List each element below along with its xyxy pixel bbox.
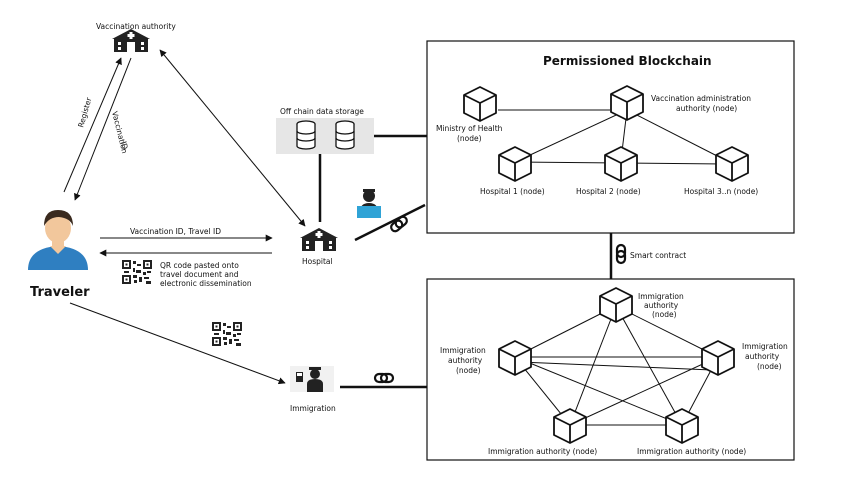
hospital2-node-cube xyxy=(604,146,638,182)
hospital1-label: Hospital 1 (node) xyxy=(480,187,545,196)
immig-right-label-2: authority xyxy=(745,352,780,361)
immig-left-label-2: authority xyxy=(448,356,483,365)
immig-bottom-left-label: Immigration authority (node) xyxy=(488,447,597,456)
immig-left-label-1: Immigration xyxy=(440,346,486,355)
qr-text-2: travel document and xyxy=(160,270,239,279)
immigration-edges xyxy=(514,305,719,426)
immig-right-cube xyxy=(701,340,735,376)
qr-text-3: electronic dissemination xyxy=(160,279,252,288)
permissioned-edges xyxy=(498,109,726,165)
immig-top-label-3: (node) xyxy=(652,310,677,319)
ids-label: Vaccination ID, Travel ID xyxy=(130,227,221,236)
traveler-label: Traveler xyxy=(30,285,90,300)
immig-left-label-3: (node) xyxy=(456,366,481,375)
immig-right-label-1: Immigration xyxy=(742,342,788,351)
hospital2-label: Hospital 2 (node) xyxy=(576,187,641,196)
hospital3-node-cube xyxy=(715,146,749,182)
ministry-label-2: (node) xyxy=(457,134,482,143)
vacc-admin-label-2: authority (node) xyxy=(676,104,737,113)
immigration-officer-icon xyxy=(290,366,334,392)
chain-link-icon xyxy=(388,214,410,234)
permissioned-blockchain-box xyxy=(426,40,795,234)
hospital3-label: Hospital 3..n (node) xyxy=(684,187,758,196)
vacc-admin-label-1: Vaccination administration xyxy=(651,94,751,103)
register-label: Register xyxy=(76,96,93,129)
vaccination-authority-icon xyxy=(112,29,150,52)
off-chain-storage-bg xyxy=(276,118,374,154)
vaccination-authority-label: Vaccination authority xyxy=(96,22,176,31)
qr-code-icon-2 xyxy=(212,322,242,346)
vaccination-id-arrow xyxy=(74,57,132,201)
immig-top-label-1: Immigration xyxy=(638,292,684,301)
immig-bottom-left-cube xyxy=(553,408,587,444)
immig-bottom-right-label: Immigration authority (node) xyxy=(637,447,746,456)
immig-top-cube xyxy=(599,287,633,323)
traveler-avatar xyxy=(28,210,88,270)
permissioned-blockchain-title: Permissioned Blockchain xyxy=(543,54,712,68)
register-arrow xyxy=(63,57,122,193)
off-chain-label: Off chain data storage xyxy=(280,107,364,116)
database-icon xyxy=(296,120,316,150)
doctor-icon xyxy=(357,189,381,218)
authority-hospital-arrow xyxy=(159,49,306,227)
immig-right-label-3: (node) xyxy=(757,362,782,371)
chain-link-icon-2 xyxy=(373,372,395,384)
hospital-icon xyxy=(300,228,338,251)
smart-contract-link-icon xyxy=(615,243,627,265)
ministry-node-cube xyxy=(463,86,497,122)
qr-text-1: QR code pasted onto xyxy=(160,261,239,270)
immig-bottom-right-cube xyxy=(665,408,699,444)
qr-code-icon xyxy=(122,260,152,284)
traveler-immigration-arrow xyxy=(69,302,286,385)
hospital-label: Hospital xyxy=(302,257,333,266)
ministry-label-1: Ministry of Health xyxy=(436,124,503,133)
hospital-to-chain-line xyxy=(354,203,426,242)
database-icon-2 xyxy=(335,120,355,150)
immigration-label: Immigration xyxy=(290,404,336,413)
immig-top-label-2: authority xyxy=(644,301,679,310)
smart-contract-label: Smart contract xyxy=(630,251,686,260)
vacc-admin-node-cube xyxy=(610,85,644,121)
vaccination-id-label-2: ID xyxy=(119,140,130,150)
immig-left-cube xyxy=(498,340,532,376)
hospital1-node-cube xyxy=(498,146,532,182)
